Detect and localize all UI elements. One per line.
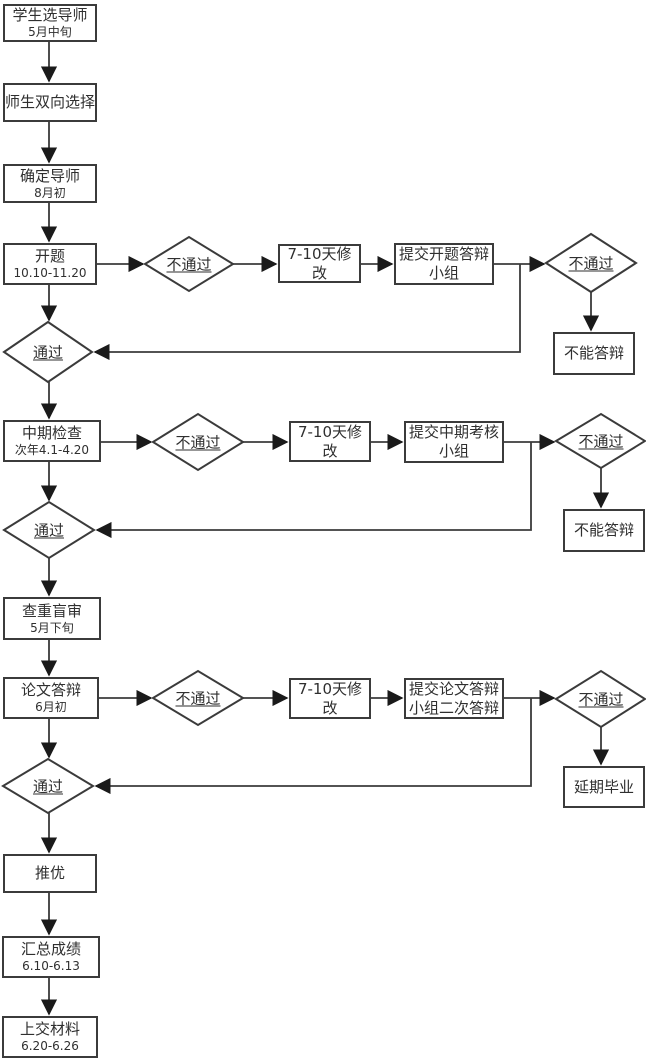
return-line-to-pass3 — [94, 698, 532, 795]
node-label: 延期毕业 — [573, 777, 634, 796]
node-proposal: 开题 10.10-11.20 — [3, 243, 97, 285]
node-label: 7-10天修改 — [287, 244, 352, 282]
node-date: 5月下旬 — [30, 620, 74, 635]
node-label: 不能答辩 — [563, 344, 624, 363]
node-label: 查重盲审 — [21, 601, 82, 620]
decision-label-fail1b: 不通过 — [568, 254, 614, 273]
node-label: 确定导师 — [19, 166, 80, 185]
node-date: 6.10-6.13 — [22, 959, 80, 974]
decision-diamond-fail1b — [544, 232, 638, 294]
decision-diamond-fail2b — [554, 412, 646, 470]
node-label: 提交开题答辩 小组 — [398, 245, 489, 282]
node-label: 7-10天修改 — [297, 422, 363, 460]
decision-label-fail1: 不通过 — [166, 255, 212, 274]
node-delayed-graduation: 延期毕业 — [563, 766, 645, 808]
node-date: 6.20-6.26 — [21, 1039, 79, 1054]
node-label: 师生双向选择 — [5, 93, 96, 112]
decision-label-fail3b: 不通过 — [578, 690, 624, 709]
node-revise-1: 7-10天修改 — [278, 244, 361, 283]
node-submit-second-defense: 提交论文答辩 小组二次答辩 — [404, 678, 504, 719]
node-revise-2: 7-10天修改 — [289, 421, 371, 462]
decision-diamond-fail3 — [151, 669, 245, 727]
node-date: 10.10-11.20 — [13, 266, 87, 281]
node-revise-3: 7-10天修改 — [289, 678, 371, 719]
return-line-to-pass1 — [93, 264, 521, 361]
decision-diamond-fail1 — [143, 235, 235, 293]
return-line-to-pass2 — [95, 442, 532, 539]
node-submit-midterm-group: 提交中期考核 小组 — [404, 421, 504, 463]
node-thesis-defense: 论文答辩 6月初 — [3, 677, 99, 719]
node-label: 开题 — [34, 247, 65, 266]
decision-label-fail2: 不通过 — [175, 433, 221, 452]
node-date: 6月初 — [35, 700, 67, 715]
decision-label-fail2b: 不通过 — [578, 432, 624, 451]
node-student-select-advisor: 学生选导师 5月中旬 — [3, 4, 97, 42]
decision-diamond-pass2 — [2, 500, 96, 560]
node-date: 5月中旬 — [28, 25, 72, 40]
decision-diamond-pass3 — [1, 757, 95, 815]
decision-label-pass2: 通过 — [33, 521, 65, 540]
node-submit-proposal-group: 提交开题答辩 小组 — [394, 243, 494, 285]
node-label: 上交材料 — [19, 1020, 80, 1039]
node-label: 汇总成绩 — [20, 940, 81, 959]
node-date: 次年4.1-4.20 — [14, 443, 90, 458]
decision-diamond-fail3b — [554, 669, 646, 729]
node-label: 提交论文答辩 小组二次答辩 — [408, 679, 499, 717]
decision-diamond-pass1 — [2, 320, 94, 384]
node-label: 提交中期考核 小组 — [408, 423, 499, 460]
decision-label-fail3: 不通过 — [175, 689, 221, 708]
node-recommend-excellence: 推优 — [3, 854, 97, 893]
node-label: 中期检查 — [21, 424, 82, 443]
node-mutual-selection: 师生双向选择 — [3, 83, 97, 122]
node-label: 不能答辩 — [573, 521, 634, 540]
decision-label-pass3: 通过 — [32, 777, 64, 796]
node-cannot-defend-2: 不能答辩 — [563, 509, 645, 552]
node-submit-materials: 上交材料 6.20-6.26 — [2, 1016, 98, 1058]
node-label: 论文答辩 — [20, 681, 81, 700]
node-plagiarism-blind-review: 查重盲审 5月下旬 — [3, 597, 101, 640]
node-summarize-grades: 汇总成绩 6.10-6.13 — [2, 936, 100, 978]
node-label: 推优 — [34, 864, 65, 883]
node-confirm-advisor: 确定导师 8月初 — [3, 164, 97, 203]
node-midterm-check: 中期检查 次年4.1-4.20 — [3, 420, 101, 462]
node-label: 7-10天修改 — [297, 679, 363, 717]
decision-diamond-fail2 — [151, 412, 245, 472]
node-label: 学生选导师 — [12, 6, 88, 25]
decision-label-pass1: 通过 — [32, 343, 64, 362]
node-date: 8月初 — [34, 185, 66, 200]
node-cannot-defend-1: 不能答辩 — [553, 332, 635, 375]
